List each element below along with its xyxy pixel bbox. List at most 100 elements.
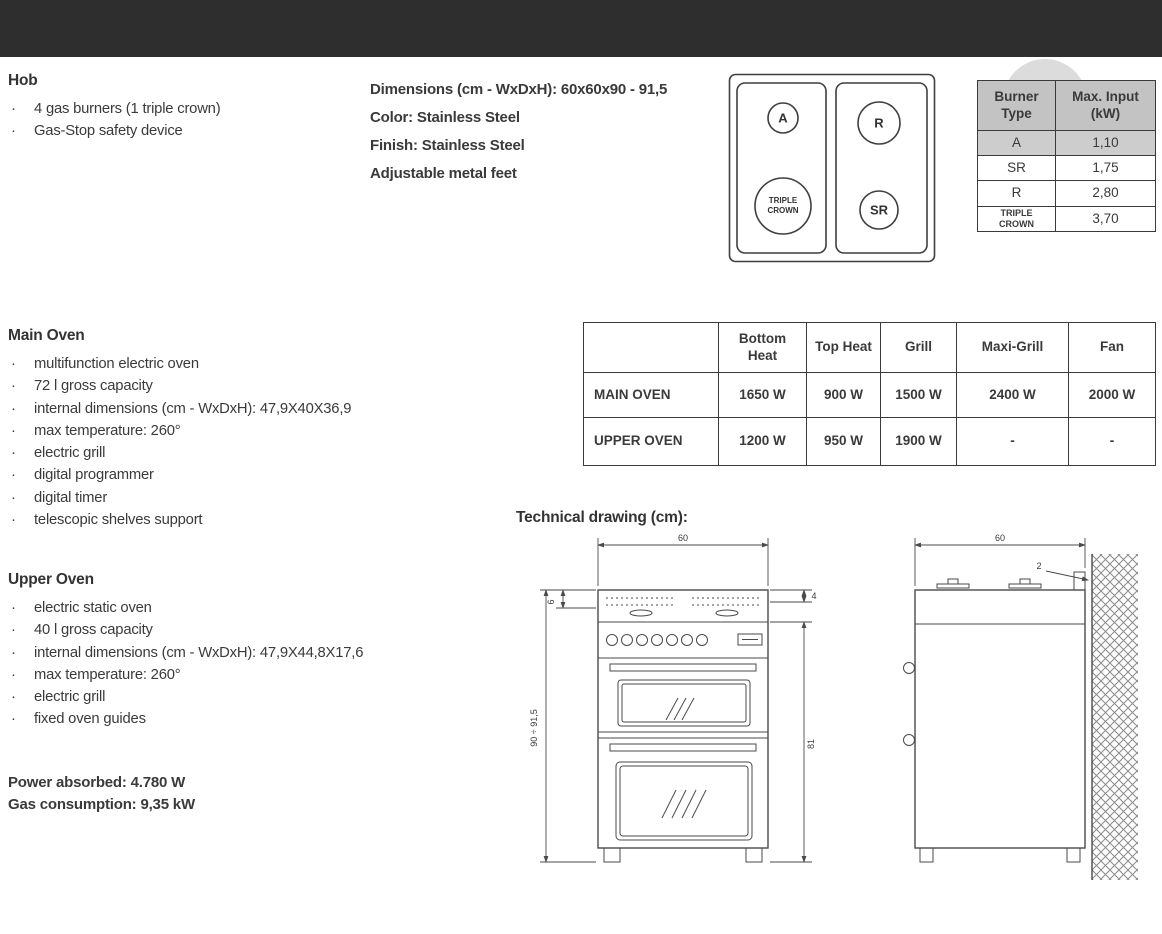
front-total-height-label: 90 ÷ 91,5 bbox=[529, 709, 539, 746]
top-bar bbox=[0, 0, 1162, 57]
list-item: ·digital programmer bbox=[8, 464, 428, 486]
bullet-marker: · bbox=[11, 101, 16, 117]
bullet-marker: · bbox=[11, 422, 16, 439]
burner-table-header-type: Burner Type bbox=[978, 81, 1056, 131]
bullet-marker: · bbox=[11, 666, 16, 683]
wall-hatching bbox=[1091, 554, 1138, 880]
side-dimensions: 60 2 bbox=[914, 533, 1089, 586]
upper-oven-item-text: max temperature: 260° bbox=[34, 666, 181, 683]
rear-upstand bbox=[1073, 571, 1086, 591]
main-oven-item-text: max temperature: 260° bbox=[34, 422, 181, 439]
knob-icon bbox=[606, 634, 618, 646]
hob-section: Hob · 4 gas burners (1 triple crown) · G… bbox=[8, 72, 348, 143]
power-table-row-label: UPPER OVEN bbox=[584, 418, 719, 466]
main-oven-bullet-list: · multifunction electric oven ·72 l gross… bbox=[8, 353, 428, 531]
power-table-cell: 2400 W bbox=[957, 373, 1069, 418]
list-item: ·electric grill bbox=[8, 686, 428, 708]
lower-door-window bbox=[615, 761, 753, 841]
power-table-header-cell: Grill bbox=[881, 323, 957, 373]
spec-feet: Adjustable metal feet bbox=[370, 165, 517, 182]
power-table-cell: 2000 W bbox=[1069, 373, 1156, 418]
burner-triple-crown-circle bbox=[754, 177, 812, 235]
power-table-cell: 1650 W bbox=[719, 373, 807, 418]
hob-layout-diagram: A R TRIPLE CROWN SR bbox=[728, 73, 936, 263]
burner-sr-label: SR bbox=[870, 203, 889, 218]
side-knob-icon bbox=[903, 662, 915, 674]
burner-table-value-cell: 1,75 bbox=[1056, 156, 1156, 181]
spec-color: Color: Stainless Steel bbox=[370, 109, 520, 126]
gas-consumption-line: Gas consumption: 9,35 kW bbox=[8, 796, 195, 813]
spec-dimensions: Dimensions (cm - WxDxH): 60x60x90 - 91,5 bbox=[370, 81, 668, 98]
knob-icon bbox=[651, 634, 663, 646]
burner-a-label: A bbox=[778, 111, 788, 126]
power-table-cell: - bbox=[957, 418, 1069, 466]
side-knob-icon bbox=[903, 734, 915, 746]
side-view: 60 2 bbox=[903, 533, 1138, 880]
bullet-marker: · bbox=[11, 356, 16, 372]
list-item: · Gas-Stop safety device bbox=[8, 120, 348, 142]
list-item: ·72 l gross capacity bbox=[8, 375, 428, 397]
side-foot bbox=[919, 847, 934, 863]
upper-oven-bullet-list: · electric static oven · 40 l gross capaci… bbox=[8, 597, 428, 731]
front-foot bbox=[603, 847, 621, 863]
power-table-cell: 900 W bbox=[807, 373, 881, 418]
list-item: ·digital timer bbox=[8, 487, 428, 509]
power-table-cell: - bbox=[1069, 418, 1156, 466]
main-oven-item-text: multifunction electric oven bbox=[34, 356, 199, 372]
burner-table-header-input: Max. Input (kW) bbox=[1056, 81, 1156, 131]
bullet-marker: · bbox=[11, 600, 16, 616]
hob-item-text: 4 gas burners (1 triple crown) bbox=[34, 101, 221, 117]
bullet-marker: · bbox=[11, 622, 16, 639]
hob-section-title: Hob bbox=[8, 72, 38, 89]
burner-table-type-cell: R bbox=[978, 181, 1056, 207]
list-item: ·telescopic shelves support bbox=[8, 509, 428, 531]
front-control-panel bbox=[598, 621, 768, 659]
burner-triple-crown-label-1: TRIPLE bbox=[769, 196, 798, 205]
upper-oven-item-text: electric static oven bbox=[34, 600, 152, 616]
burner-table-value-cell: 2,80 bbox=[1056, 181, 1156, 207]
knob-icon bbox=[636, 634, 648, 646]
hob-bullet-list: · 4 gas burners (1 triple crown) · Gas-S… bbox=[8, 98, 348, 143]
bullet-marker: · bbox=[11, 445, 16, 462]
list-item: · max temperature: 260° bbox=[8, 664, 428, 686]
main-oven-item-text: digital programmer bbox=[34, 467, 154, 484]
bullet-marker: · bbox=[11, 644, 16, 661]
front-hob-grates bbox=[606, 597, 762, 617]
power-table-header-cell: Fan bbox=[1069, 323, 1156, 373]
burner-table-type-cell: A bbox=[978, 131, 1056, 156]
front-body-height-label: 81 bbox=[806, 739, 816, 749]
power-table-cell: 1200 W bbox=[719, 418, 807, 466]
burner-table-type-cell: SR bbox=[978, 156, 1056, 181]
burner-r-label: R bbox=[874, 116, 884, 131]
power-absorbed-line: Power absorbed: 4.780 W bbox=[8, 774, 186, 791]
power-table-corner-cell bbox=[584, 323, 719, 373]
main-oven-title: Main Oven bbox=[8, 327, 85, 344]
upper-oven-item-text: fixed oven guides bbox=[34, 711, 146, 728]
general-specs: Dimensions (cm - WxDxH): 60x60x90 - 91,5… bbox=[370, 76, 720, 188]
burner-table-type-cell: TRIPLE CROWN bbox=[978, 207, 1056, 232]
power-table-cell: 1500 W bbox=[881, 373, 957, 418]
bullet-marker: · bbox=[11, 400, 16, 417]
list-item: ·electric grill bbox=[8, 442, 428, 464]
list-item: · max temperature: 260° bbox=[8, 420, 428, 442]
hob-item-text: Gas-Stop safety device bbox=[34, 123, 183, 140]
side-wall-gap-label: 2 bbox=[1036, 561, 1041, 571]
list-item: · 40 l gross capacity bbox=[8, 619, 428, 641]
timer-display bbox=[737, 633, 763, 646]
upper-oven-item-text: internal dimensions (cm - WxDxH): 47,9X4… bbox=[34, 644, 364, 661]
list-item: ·internal dimensions (cm - WxDxH): 47,9X… bbox=[8, 398, 428, 420]
spec-finish: Finish: Stainless Steel bbox=[370, 137, 525, 154]
burner-r-circle bbox=[857, 101, 901, 145]
upper-oven-item-text: electric grill bbox=[34, 689, 106, 706]
lower-door-handle bbox=[609, 743, 757, 752]
burner-a-circle bbox=[767, 102, 799, 134]
bullet-marker: · bbox=[11, 711, 16, 728]
upper-oven-item-text: 40 l gross capacity bbox=[34, 622, 153, 639]
power-table-header-cell: Bottom Heat bbox=[719, 323, 807, 373]
hob-left-zone bbox=[736, 82, 827, 254]
front-lower-oven-door bbox=[609, 743, 757, 841]
main-oven-section: Main Oven · multifunction electric oven ·… bbox=[8, 327, 428, 531]
knob-icon bbox=[681, 634, 693, 646]
power-table-cell: 950 W bbox=[807, 418, 881, 466]
knob-icon bbox=[666, 634, 678, 646]
